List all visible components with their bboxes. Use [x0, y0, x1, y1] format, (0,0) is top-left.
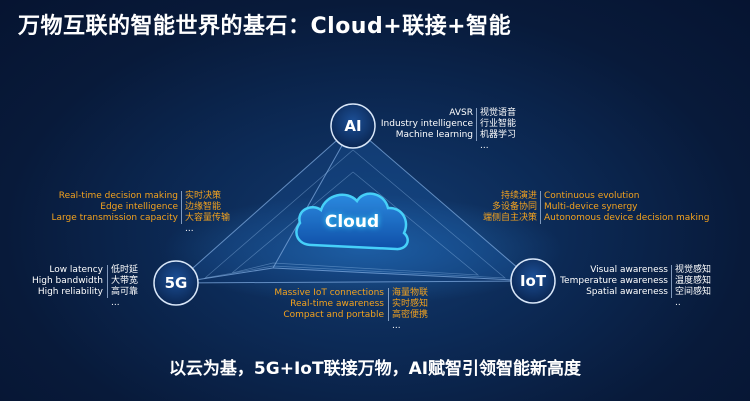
connect-cap-cn-2: 实时感知: [392, 299, 429, 309]
inner-contour-lines: [203, 149, 507, 279]
fiveg-cap-divider: [107, 265, 108, 298]
connect-cap-cn-4: ...: [392, 321, 401, 331]
iot-node-circle: [510, 258, 556, 304]
ai-cap-cn-1: 视觉语音: [480, 108, 517, 118]
connect-cap-en-3: Compact and portable: [283, 310, 384, 320]
ai-cap-en-1: AVSR: [449, 108, 473, 118]
edge-cap-cn-3: 大容量传输: [185, 213, 231, 223]
device-capabilities-en: Continuous evolution Multi-device synerg…: [544, 191, 709, 224]
device-cap-en-1: Continuous evolution: [544, 191, 640, 201]
fiveg-capabilities-cn: 低时延 大带宽 高可靠 ...: [111, 265, 138, 309]
iot-cap-cn-1: 视觉感知: [675, 265, 712, 275]
iot-cap-cn-2: 温度感知: [675, 276, 712, 286]
ai-cap-en-3: Machine learning: [395, 130, 473, 140]
connect-cap-en-1: Massive IoT connections: [274, 288, 384, 298]
edge-cap-divider: [181, 191, 182, 224]
ai-node-label: AI: [344, 117, 362, 135]
bottom-slogan: 以云为基，5G+IoT联接万物，AI赋智引领智能新高度: [168, 359, 582, 379]
device-cap-cn-2: 多设备协同: [491, 202, 537, 212]
device-cap-cn-1: 持续演进: [500, 191, 537, 201]
connect-capabilities-en: Massive IoT connections Real-time awaren…: [274, 288, 384, 321]
iot-cap-cn-4: ..: [675, 298, 681, 308]
iot-cap-en-2: Temperature awareness: [560, 276, 668, 286]
fiveg-capabilities-en: Low latency High bandwidth High reliabil…: [32, 265, 103, 298]
fiveg-cap-en-2: High bandwidth: [32, 276, 103, 286]
fiveg-cap-cn-2: 大带宽: [111, 276, 139, 286]
connect-cap-en-2: Real-time awareness: [290, 299, 384, 309]
fiveg-node-label: 5G: [164, 274, 188, 292]
iot-capabilities-en: Visual awareness Temperature awareness S…: [560, 265, 668, 298]
iot-node-label: IoT: [519, 272, 547, 290]
iot-cap-divider: [671, 265, 672, 298]
page-title: 万物互联的智能世界的基石：Cloud+联接+智能: [18, 14, 512, 39]
fiveg-node-circle: [153, 260, 199, 306]
edge-cap-cn-4: ...: [185, 224, 194, 234]
iot-cap-cn-3: 空间感知: [675, 287, 712, 297]
pyramid-base: [176, 268, 533, 283]
fiveg-cap-en-1: Low latency: [49, 265, 103, 275]
device-cap-en-2: Multi-device synergy: [544, 202, 638, 212]
fiveg-cap-cn-3: 高可靠: [111, 287, 139, 297]
ai-cap-cn-2: 行业智能: [480, 119, 517, 129]
edge-cap-en-1: Real-time decision making: [58, 191, 178, 201]
iot-cap-en-1: Visual awareness: [590, 265, 668, 275]
fiveg-cap-en-3: High reliability: [37, 287, 103, 297]
device-cap-en-3: Autonomous device decision making: [544, 213, 710, 223]
edge-cap-en-3: Large transmission capacity: [51, 213, 178, 223]
device-capabilities-cn: 持续演进 多设备协同 端侧自主决策: [483, 191, 537, 224]
edge-capabilities-en: Real-time decision making Edge intellige…: [51, 191, 178, 224]
ai-cap-divider: [476, 108, 477, 141]
ai-capabilities-en: AVSR Industry intelligence Machine learn…: [381, 108, 473, 141]
iot-cap-en-3: Spatial awareness: [586, 287, 668, 297]
ai-capabilities-cn: 视觉语音 行业智能 机器学习 ...: [480, 108, 516, 152]
edge-cap-en-2: Edge intelligence: [100, 202, 178, 212]
connect-capabilities-cn: 海量物联 实时感知 高密便携 ...: [392, 288, 428, 332]
device-cap-divider: [540, 191, 541, 224]
edge-capabilities-cn: 实时决策 边缘智能 大容量传输 ...: [185, 191, 230, 235]
ai-cap-en-2: Industry intelligence: [380, 119, 473, 129]
connect-cap-divider: [388, 288, 389, 321]
fiveg-cap-cn-4: ...: [111, 298, 120, 308]
cloud-label: Cloud: [324, 212, 380, 232]
ai-cap-cn-3: 机器学习: [480, 130, 517, 140]
edge-cap-cn-1: 实时决策: [185, 191, 222, 201]
connect-cap-cn-3: 高密便携: [392, 310, 429, 320]
connect-cap-cn-1: 海量物联: [392, 288, 429, 298]
cloud-icon: [295, 192, 409, 251]
fiveg-cap-cn-1: 低时延: [111, 265, 139, 275]
ai-cap-cn-4: ...: [480, 141, 489, 151]
edge-cap-cn-2: 边缘智能: [185, 202, 222, 212]
ai-node-circle: [330, 103, 376, 149]
iot-capabilities-cn: 视觉感知 温度感知 空间感知 ..: [675, 265, 711, 309]
device-cap-cn-3: 端侧自主决策: [482, 213, 537, 223]
